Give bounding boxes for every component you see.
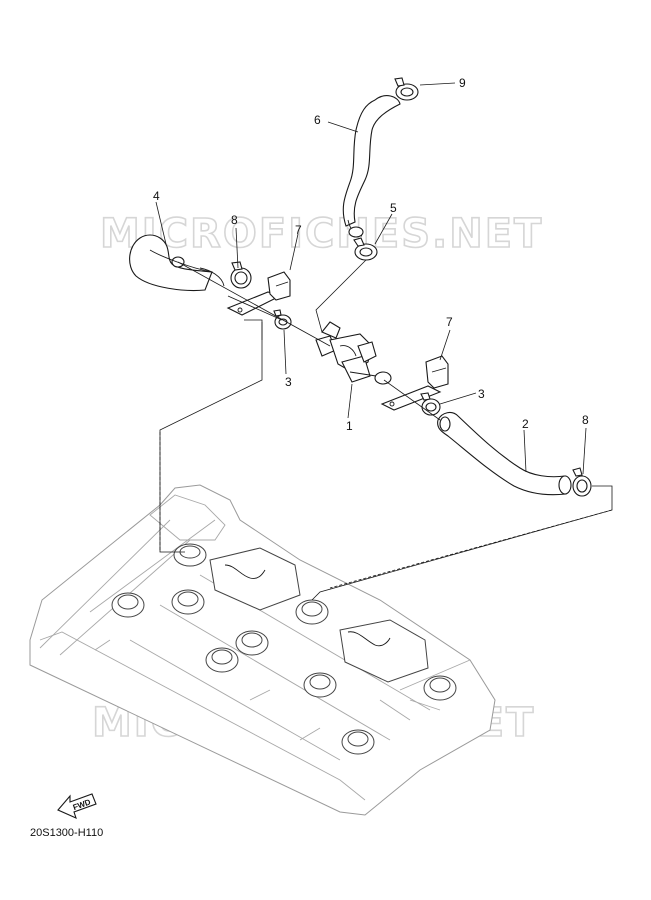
forward-arrow-icon: FWD (57, 793, 97, 820)
cylinder-head-cover (29, 484, 496, 816)
bracket-7-right (380, 355, 449, 411)
callout-1: 1 (346, 419, 353, 433)
leader-lines (155, 82, 587, 475)
hose-6 (342, 95, 401, 238)
callout-4: 4 (153, 189, 160, 203)
callout-8-left: 8 (231, 213, 238, 227)
hose-2 (437, 411, 572, 496)
hose-clamp-9 (394, 77, 419, 101)
hose-clamp-5 (353, 237, 378, 261)
diagram-code: 20S1300-H110 (30, 827, 104, 839)
callout-7-right: 7 (446, 315, 453, 329)
bracket-7-left (226, 271, 291, 316)
callout-8-right: 8 (582, 413, 589, 427)
callout-3-left: 3 (285, 375, 292, 389)
callout-2: 2 (522, 417, 529, 431)
spark-plug-wells (111, 543, 457, 755)
callout-3-right: 3 (478, 387, 485, 401)
watermark-top: MICROFICHES.NET (100, 211, 543, 257)
callout-5: 5 (390, 201, 397, 215)
assembly-lines (159, 259, 613, 601)
reed-valve-covers (209, 547, 429, 683)
hose-clamp-8-right (572, 467, 592, 497)
callout-7-left: 7 (295, 223, 302, 237)
hose-4 (129, 234, 225, 291)
callout-6: 6 (314, 113, 321, 127)
hose-clamp-8-left (230, 261, 252, 289)
fwd-label: FWD (72, 797, 92, 812)
air-cutoff-valve-1 (315, 321, 392, 385)
callout-9: 9 (459, 76, 466, 90)
